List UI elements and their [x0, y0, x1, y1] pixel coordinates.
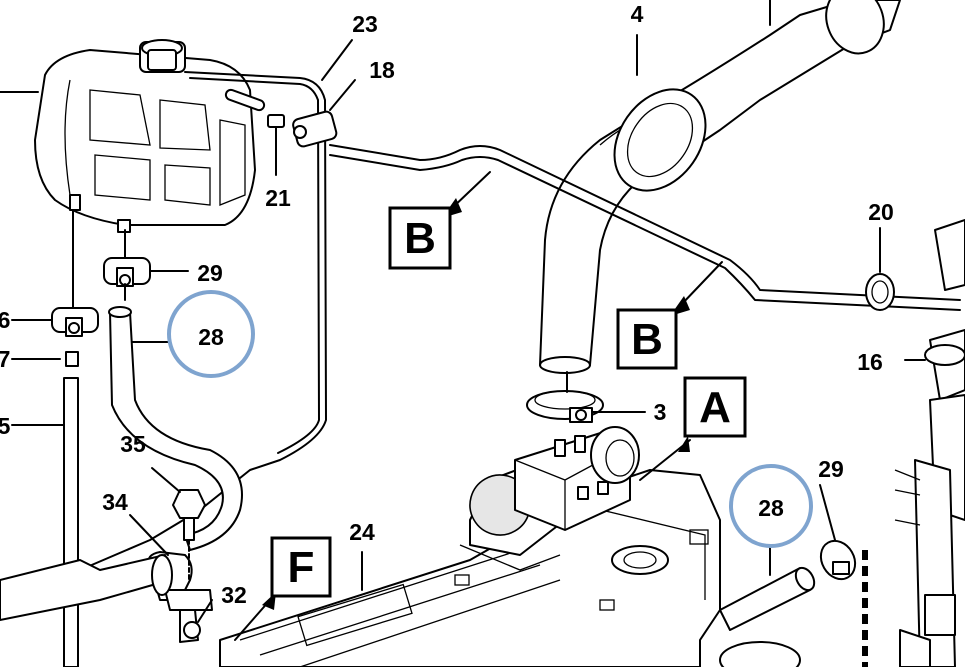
letter-box-b-lower: B [616, 308, 678, 370]
label-28-right: 28 [758, 495, 784, 521]
label-4: 4 [631, 1, 644, 27]
label-34: 34 [102, 489, 128, 515]
leader-32 [197, 599, 213, 623]
leader-23 [321, 39, 353, 81]
svg-text:A: A [699, 383, 731, 432]
svg-text:F: F [288, 543, 315, 592]
clamp-18 [292, 79, 356, 148]
clamp-3 [526, 371, 604, 423]
label-21: 21 [265, 185, 291, 211]
leader-34 [129, 514, 169, 556]
svg-text:B: B [631, 315, 663, 364]
label-29-left: 29 [197, 260, 223, 286]
vent-pipe-b [329, 144, 961, 301]
main-coolant-hose [539, 0, 901, 374]
letter-box-a: A [683, 376, 747, 438]
label-32: 32 [221, 582, 247, 608]
clamp-29-right [819, 484, 857, 581]
label-20: 20 [868, 199, 894, 225]
engine-block [219, 469, 801, 667]
clamp-29-left [103, 229, 189, 301]
grommet-20 [865, 227, 895, 311]
thermostat-housing [459, 426, 640, 571]
expansion-tank [0, 39, 266, 233]
bracket-right [899, 594, 956, 667]
highlight-circle-28-left [167, 290, 255, 378]
label-35: 35 [120, 431, 146, 457]
bracket-assembly [0, 551, 213, 643]
label-5: 5 [0, 413, 11, 439]
overflow-hose [0, 71, 327, 601]
label-6: 6 [0, 307, 10, 333]
bolt-35 [151, 467, 206, 581]
label-28-left: 28 [198, 324, 224, 350]
lower-tank-hose [108, 306, 243, 551]
letter-box-b-upper: B [388, 206, 452, 270]
clamp-6 [11, 307, 99, 337]
label-29-right: 29 [818, 456, 844, 482]
pointer-b2 [679, 261, 723, 307]
label-18: 18 [369, 57, 395, 83]
connector-21 [267, 114, 285, 176]
nipple-7 [11, 351, 79, 367]
pointer-f [234, 599, 271, 641]
lower-hose-28 [719, 544, 816, 631]
label-7: 7 [0, 346, 10, 372]
letter-box-f: F [270, 536, 332, 598]
label-24: 24 [349, 519, 375, 545]
label-23: 23 [352, 11, 378, 37]
svg-text:B: B [404, 214, 436, 263]
highlight-circle-28-right [729, 464, 813, 548]
label-3: 3 [654, 399, 667, 425]
label-16: 16 [857, 349, 883, 375]
